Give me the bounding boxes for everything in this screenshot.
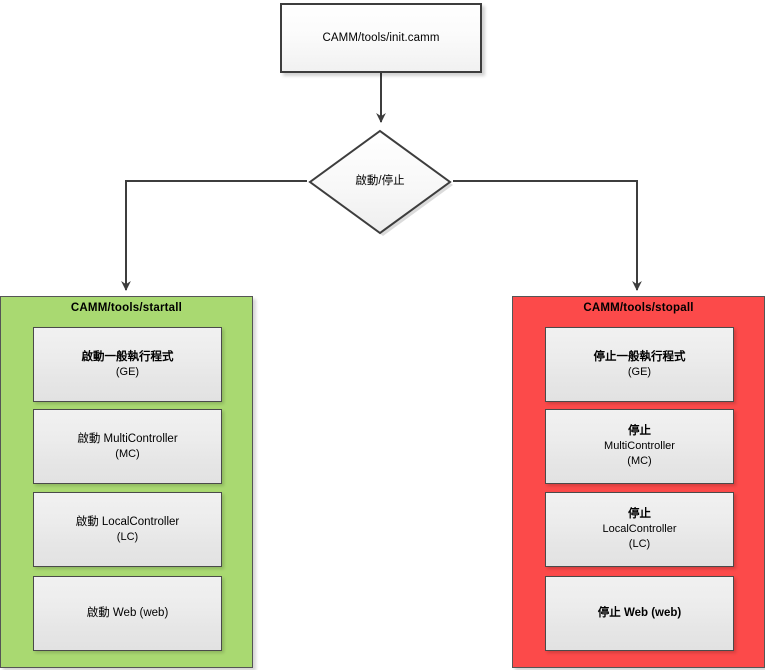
group-panel-startall[interactable]: CAMM/tools/startall 啟動一般執行程式 (GE) 啟動 Mul…	[0, 296, 253, 668]
task-card-line1: 啟動一般執行程式	[81, 350, 174, 363]
task-card-line1: 啟動 LocalController	[75, 515, 180, 528]
group-panel-stopall[interactable]: CAMM/tools/stopall 停止一般執行程式 (GE) 停止 Mult…	[512, 296, 765, 668]
task-card-start-lc[interactable]: 啟動 LocalController (LC)	[33, 492, 222, 567]
task-card-line1: 啟動 Web (web)	[86, 607, 169, 619]
task-card-line2: (GE)	[115, 365, 140, 378]
decision-node-start-stop[interactable]: 啟動/停止	[307, 128, 453, 236]
task-card-line1: 停止 Web (web)	[597, 607, 682, 619]
process-box-init-camm[interactable]: CAMM/tools/init.camm	[280, 3, 482, 73]
task-card-line1: 啟動 MultiController	[77, 432, 178, 445]
task-card-line2: MultiController	[604, 440, 675, 452]
process-box-label: CAMM/tools/init.camm	[322, 32, 440, 44]
group-panel-stopall-title: CAMM/tools/stopall	[583, 302, 694, 314]
task-card-stop-ge[interactable]: 停止一般執行程式 (GE)	[545, 327, 734, 402]
task-card-stop-mc[interactable]: 停止 MultiController (MC)	[545, 409, 734, 484]
task-card-line2: LocalController	[602, 523, 677, 535]
task-card-start-web[interactable]: 啟動 Web (web)	[33, 576, 222, 651]
connector-decision-to-stopall	[453, 180, 642, 291]
task-card-line2: (GE)	[627, 365, 652, 378]
task-card-start-ge[interactable]: 啟動一般執行程式 (GE)	[33, 327, 222, 402]
task-card-stop-lc[interactable]: 停止 LocalController (LC)	[545, 492, 734, 567]
task-card-line1: 停止	[628, 508, 651, 520]
task-card-start-mc[interactable]: 啟動 MultiController (MC)	[33, 409, 222, 484]
task-card-line2: (MC)	[115, 447, 140, 460]
task-card-stop-web[interactable]: 停止 Web (web)	[545, 576, 734, 651]
diamond-shape	[308, 129, 453, 236]
decision-node-label: 啟動/停止	[355, 175, 405, 187]
task-card-line2: (LC)	[116, 530, 139, 543]
task-card-line1: 停止一般執行程式	[593, 350, 686, 363]
task-card-line3: (MC)	[627, 455, 652, 467]
group-panel-startall-title: CAMM/tools/startall	[70, 302, 183, 314]
task-card-line1: 停止	[628, 425, 651, 437]
task-card-line3: (LC)	[628, 538, 651, 550]
connector-decision-to-startall	[121, 180, 307, 291]
